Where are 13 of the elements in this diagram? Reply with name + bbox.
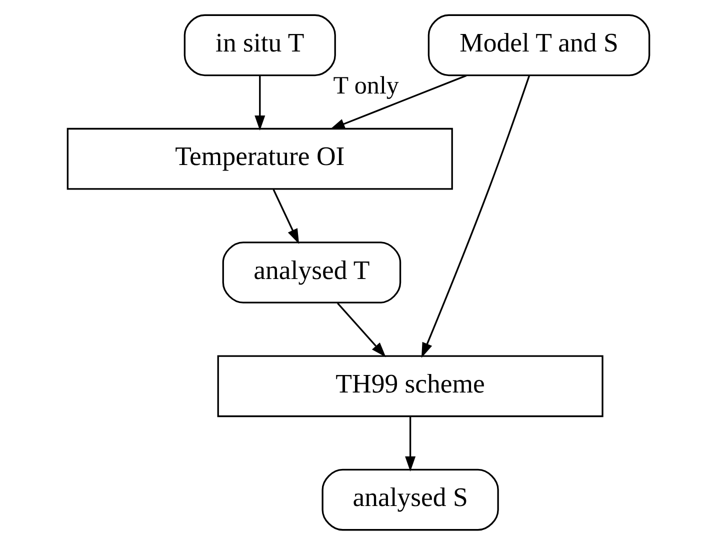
edge-label: T only (333, 72, 399, 100)
node-box: TH99 scheme (217, 355, 604, 418)
arrow (330, 74, 467, 130)
arrow (272, 189, 300, 244)
node-box: analysed S (322, 468, 499, 531)
arrow (421, 75, 530, 358)
node-box: Temperature OI (66, 128, 453, 190)
node-box: in situ T (184, 14, 336, 76)
arrow (254, 76, 266, 131)
node-box: analysed T (222, 242, 402, 304)
node-box: Model T and S (428, 14, 650, 76)
arrow (405, 416, 416, 472)
arrow (336, 302, 386, 358)
